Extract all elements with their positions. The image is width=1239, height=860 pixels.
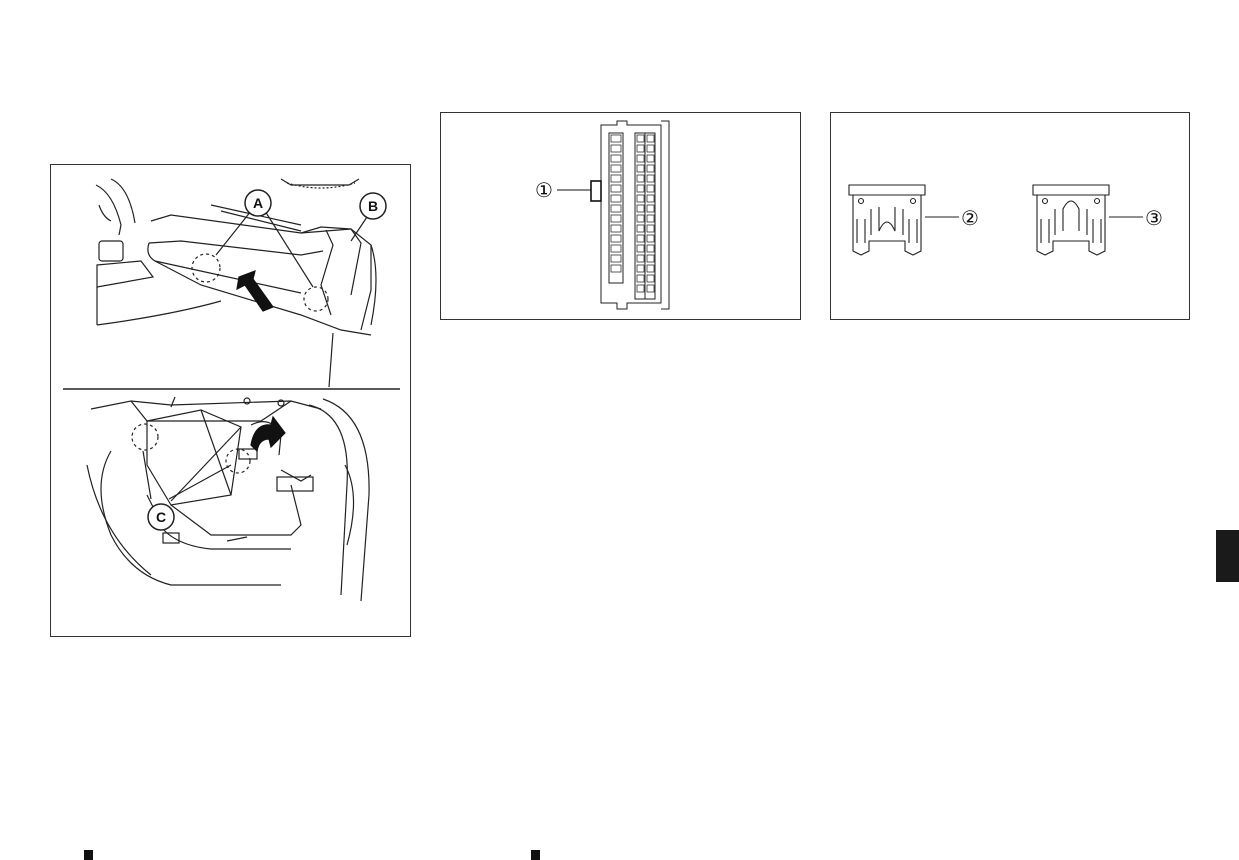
fuse-block-illustration: ①: [535, 120, 670, 310]
blown-fuse: [1032, 184, 1143, 256]
fuse-slot: [610, 194, 622, 203]
good-fuse: [848, 184, 959, 256]
callout-3-label: ③: [1145, 208, 1163, 230]
fuse-slot: [646, 264, 655, 273]
fuse-slot: [646, 144, 655, 153]
callout-1: ①: [535, 180, 553, 202]
page-footer-mark-right: [531, 850, 540, 860]
callout-c-label: C: [156, 509, 166, 525]
fuse-slot: [636, 284, 645, 293]
fuse-slot: [646, 254, 655, 263]
fuse-slot: [646, 234, 655, 243]
fuse-slot: [610, 144, 622, 153]
section-thumb-tab: [1216, 530, 1239, 582]
fuse-slot: [636, 184, 645, 193]
glovebox-illustration: A B C: [63, 178, 400, 602]
fuse-slot: [610, 174, 622, 183]
fuse-slot: [636, 174, 645, 183]
fuse-slot: [610, 184, 622, 193]
fuse-slot: [646, 224, 655, 233]
fuse-slot: [646, 174, 655, 183]
callout-2: ②: [961, 208, 979, 230]
callout-2-label: ②: [961, 208, 979, 230]
fuse-slot: [610, 254, 622, 263]
callout-b: B: [359, 192, 387, 220]
fuse-slot: [636, 254, 645, 263]
fuse-slot: [636, 144, 645, 153]
callout-b-label: B: [368, 198, 378, 214]
fuse-slot: [610, 244, 622, 253]
fuse-slot: [636, 134, 645, 143]
fuse-slot: [646, 134, 655, 143]
fuse-slot: [636, 224, 645, 233]
callout-c: C: [147, 503, 175, 531]
fuse-slot: [636, 274, 645, 283]
fuse-slot: [636, 244, 645, 253]
callout-a: A: [244, 189, 272, 217]
fuse-slot: [646, 214, 655, 223]
fuse-slot: [636, 194, 645, 203]
fuse-slot: [610, 134, 622, 143]
fuse-slot: [636, 264, 645, 273]
fuse-block-figure: ①: [440, 112, 801, 320]
fuse-slot: [636, 164, 645, 173]
fuse-slot: [646, 194, 655, 203]
fuse-slot: [610, 264, 622, 273]
fuse-slot: [636, 154, 645, 163]
fuse-slot: [610, 204, 622, 213]
fuse-slot: [610, 224, 622, 233]
fuse-slot: [646, 164, 655, 173]
fuse-slot: [646, 204, 655, 213]
fuse-slot: [610, 154, 622, 163]
fuse-slot: [610, 234, 622, 243]
glovebox-removal-figure: A B C: [50, 164, 411, 637]
fuse-slot: [610, 164, 622, 173]
callout-3: ③: [1145, 208, 1163, 230]
page-footer-mark-left: [84, 850, 93, 860]
fuse-slot: [646, 284, 655, 293]
fuse-types-illustration: ② ③: [848, 184, 1163, 256]
fuse-slot: [646, 184, 655, 193]
fuse-slot: [636, 204, 645, 213]
fuse-slot: [636, 214, 645, 223]
fuse-slot: [646, 244, 655, 253]
fuse-slot: [646, 154, 655, 163]
callout-1-label: ①: [535, 180, 553, 202]
fuse-slot: [610, 214, 622, 223]
fuse-slot: [646, 274, 655, 283]
callout-a-label: A: [253, 195, 263, 211]
fuse-slot: [636, 234, 645, 243]
fuse-types-figure: ② ③: [830, 112, 1190, 320]
